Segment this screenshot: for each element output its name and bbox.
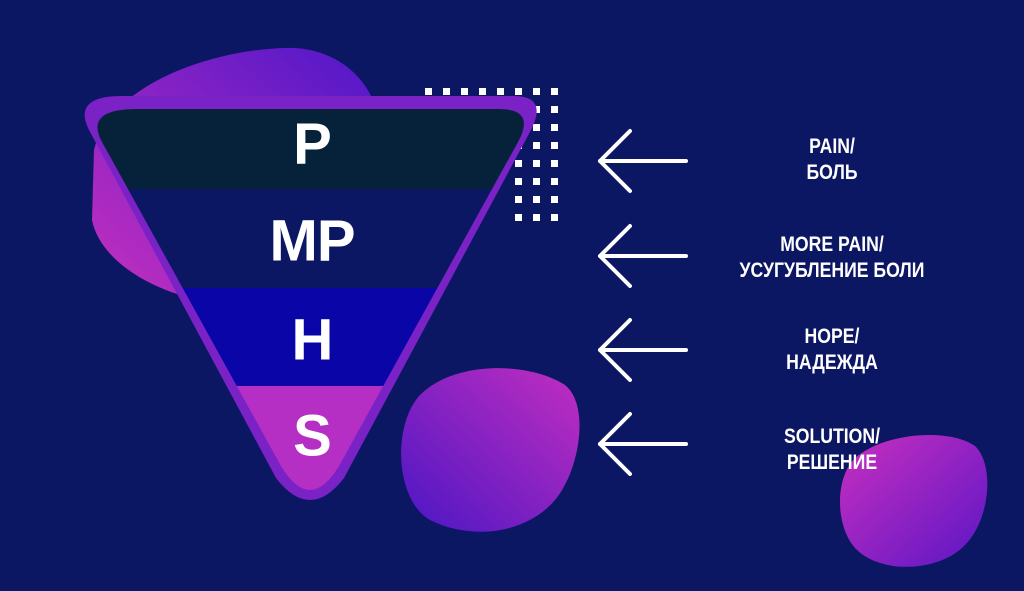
decor-dot <box>533 124 540 131</box>
label-pain: PAIN/ БОЛЬ <box>748 134 916 186</box>
label-more-pain: MORE PAIN/ УСУГУБЛЕНИЕ БОЛИ <box>714 232 949 284</box>
decor-dot <box>533 88 540 95</box>
decor-blob-bottom-right <box>840 434 988 567</box>
label-solution-line2: РЕШЕНИЕ <box>786 451 878 474</box>
decor-dot <box>551 88 558 95</box>
label-more-pain-line1: MORE PAIN/ <box>780 233 884 256</box>
decor-dot <box>551 160 558 167</box>
decor-dot <box>533 196 540 203</box>
label-more-pain-line2: УСУГУБЛЕНИЕ БОЛИ <box>739 259 925 282</box>
decor-dot <box>551 214 558 221</box>
decor-dot <box>551 124 558 131</box>
label-solution-line1: SOLUTION/ <box>783 425 881 448</box>
decor-dot <box>533 142 540 149</box>
funnel-layer-p <box>97 109 524 189</box>
decor-dot <box>551 106 558 113</box>
funnel-letter-s: S <box>293 404 331 469</box>
decor-dot <box>497 88 504 95</box>
arrow-left-icon <box>598 224 688 288</box>
arrow-left-icon <box>598 129 688 193</box>
decor-dot <box>533 178 540 185</box>
decor-dot <box>515 178 522 185</box>
arrow-left-icon <box>598 412 688 476</box>
decor-dot <box>551 196 558 203</box>
funnel-letter-p: P <box>293 112 331 177</box>
label-hope-line1: HOPE/ <box>804 325 860 348</box>
decor-dot <box>533 160 540 167</box>
decor-dot <box>443 88 450 95</box>
label-hope-line2: НАДЕЖДА <box>786 351 878 374</box>
funnel-letter-h: H <box>292 308 333 373</box>
decor-dot <box>533 214 540 221</box>
decor-dot <box>479 88 486 95</box>
decor-dot <box>551 178 558 185</box>
label-hope: HOPE/ НАДЕЖДА <box>748 324 916 376</box>
decor-dot <box>515 214 522 221</box>
decor-dot <box>461 88 468 95</box>
arrow-left-icon <box>598 318 688 382</box>
decor-dot <box>515 196 522 203</box>
decor-dot <box>551 142 558 149</box>
label-solution: SOLUTION/ РЕШЕНИЕ <box>748 424 916 476</box>
decor-dot <box>425 88 432 95</box>
label-pain-line2: БОЛЬ <box>806 161 858 184</box>
decor-dot <box>515 160 522 167</box>
label-pain-line1: PAIN/ <box>809 135 855 158</box>
funnel-letter-mp: MP <box>270 209 355 274</box>
decor-blob-center <box>401 368 580 532</box>
decor-dot <box>515 88 522 95</box>
